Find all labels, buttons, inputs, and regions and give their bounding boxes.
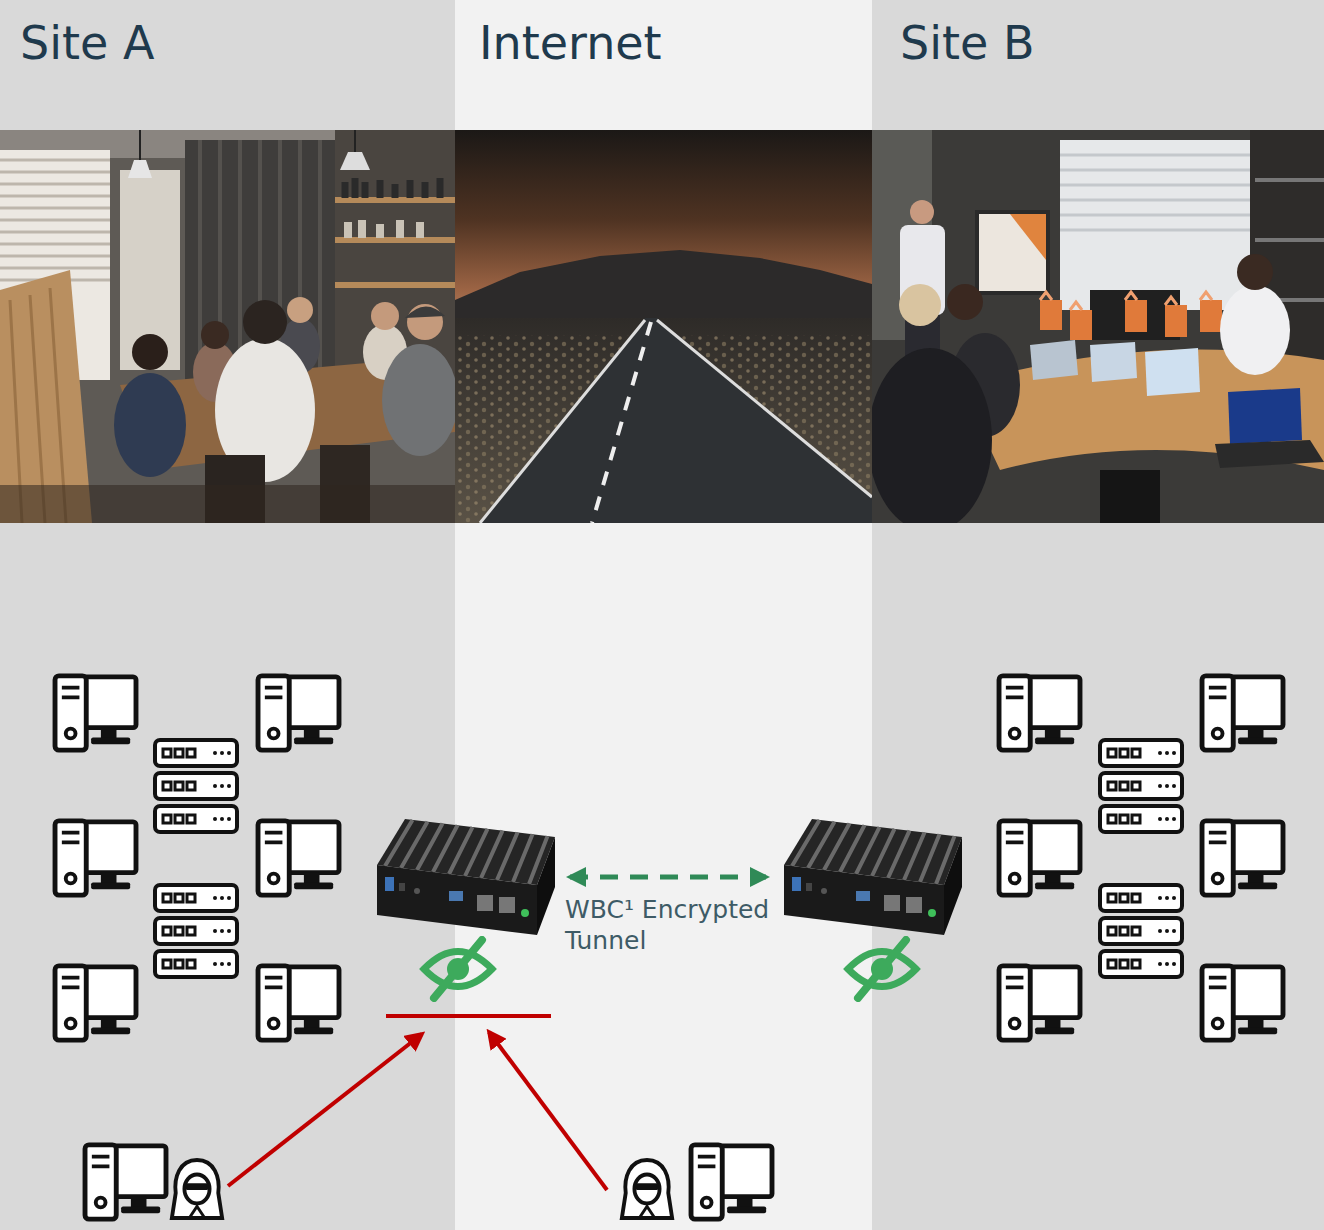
- site-b-computers: [999, 676, 1283, 1040]
- gateway-device: [784, 819, 962, 935]
- site-band: Site B: [872, 0, 1324, 1230]
- road-photo: [657, 320, 872, 497]
- cafe-photo: [0, 130, 455, 523]
- meeting-photo: [947, 284, 983, 320]
- cafe-photo: [340, 152, 370, 170]
- computer-icon: [258, 676, 339, 750]
- computer-icon: [258, 966, 339, 1040]
- cafe-photo: [132, 334, 168, 370]
- computer-icon: [1202, 966, 1283, 1040]
- road-photo: [455, 130, 872, 523]
- computer-icon: [55, 676, 136, 750]
- cafe-photo: [371, 302, 399, 330]
- attack-block: [489, 1032, 607, 1190]
- road-photo: [455, 318, 872, 523]
- meeting-photo: [872, 130, 1324, 523]
- meeting-photo: [1220, 285, 1290, 375]
- hacker-icon: [622, 1160, 672, 1218]
- cafe-photo: [287, 297, 313, 323]
- meeting-photo: [1200, 300, 1222, 332]
- server-rack-icon: [1100, 885, 1182, 977]
- cafe-photo: [139, 130, 141, 160]
- computer-icon: [85, 1145, 166, 1219]
- column-heading: Site A: [20, 16, 455, 71]
- meeting-photo: [1010, 214, 1046, 260]
- site-band: Site A: [0, 0, 455, 1230]
- site-band: Internet: [455, 0, 872, 1230]
- computer-icon: [1202, 676, 1283, 750]
- crossed-eye-icon: [424, 940, 492, 998]
- site-a-computers: [55, 676, 339, 1040]
- meeting-photo: [1030, 340, 1078, 380]
- computer-icon: [1202, 821, 1283, 895]
- meeting-photo: [1215, 440, 1324, 468]
- tunnel-arrow: [570, 875, 766, 880]
- hacker-icon: [172, 1160, 222, 1218]
- cafe-photo: [348, 220, 420, 238]
- attackers: [85, 1145, 772, 1219]
- computer-icon: [55, 821, 136, 895]
- road-photo: [592, 322, 651, 523]
- meeting-photo: [975, 210, 1050, 295]
- cafe-photo: [0, 160, 110, 280]
- cafe-photo: [114, 373, 186, 477]
- meeting-photo: [1125, 300, 1147, 332]
- cafe-photo: [120, 170, 180, 370]
- meeting-photo: [1145, 348, 1200, 396]
- tunnel-label: WBC¹ Encrypted Tunnel: [565, 894, 780, 957]
- meeting-photo: [872, 348, 992, 523]
- invisible-eye-icons: [424, 940, 916, 998]
- meeting-photo: [979, 214, 1046, 291]
- cafe-photo: [382, 344, 455, 456]
- tunnel-arrow: [570, 877, 766, 878]
- server-rack-icon: [155, 885, 237, 977]
- meeting-photo: [1040, 300, 1062, 330]
- column-backgrounds: [872, 0, 1324, 1230]
- meeting-photo: [1100, 470, 1160, 523]
- cafe-photo: [0, 485, 455, 523]
- gateway-device: [377, 819, 555, 935]
- server-rack-icon: [155, 740, 237, 832]
- column-heading: Internet: [479, 16, 872, 71]
- meeting-photo: [1237, 254, 1273, 290]
- cafe-photo: [405, 306, 445, 318]
- computer-icon: [55, 966, 136, 1040]
- cafe-photo: [0, 130, 455, 523]
- attack-block: [228, 1016, 607, 1190]
- cafe-photo: [128, 160, 152, 178]
- meeting-photo: [1040, 292, 1212, 310]
- crossed-eye-icon: [848, 940, 916, 998]
- computer-icon: [691, 1145, 772, 1219]
- server-rack-icon: [1100, 740, 1182, 832]
- computer-icon: [999, 821, 1080, 895]
- meeting-photo: [899, 284, 941, 326]
- computer-icon: [999, 676, 1080, 750]
- cafe-photo: [354, 130, 356, 152]
- road-photo: [480, 318, 872, 523]
- cafe-photo: [335, 200, 455, 285]
- meeting-photo: [1090, 342, 1137, 382]
- computer-icon: [999, 966, 1080, 1040]
- meeting-photo: [910, 200, 934, 224]
- meeting-photo: [1070, 310, 1092, 340]
- column-backgrounds: [455, 0, 872, 1230]
- cafe-photo: [201, 321, 229, 349]
- meeting-photo: [1060, 140, 1250, 310]
- computer-icon: [258, 821, 339, 895]
- attack-block: [386, 1014, 551, 1018]
- meeting-photo: [1165, 305, 1187, 337]
- column-heading: Site B: [900, 16, 1324, 71]
- attack-block: [228, 1034, 422, 1186]
- column-backgrounds: [0, 0, 455, 1230]
- meeting-photo: [1060, 155, 1250, 230]
- cafe-photo: [243, 300, 287, 344]
- cafe-photo: [345, 178, 440, 198]
- meeting-photo: [1228, 388, 1302, 444]
